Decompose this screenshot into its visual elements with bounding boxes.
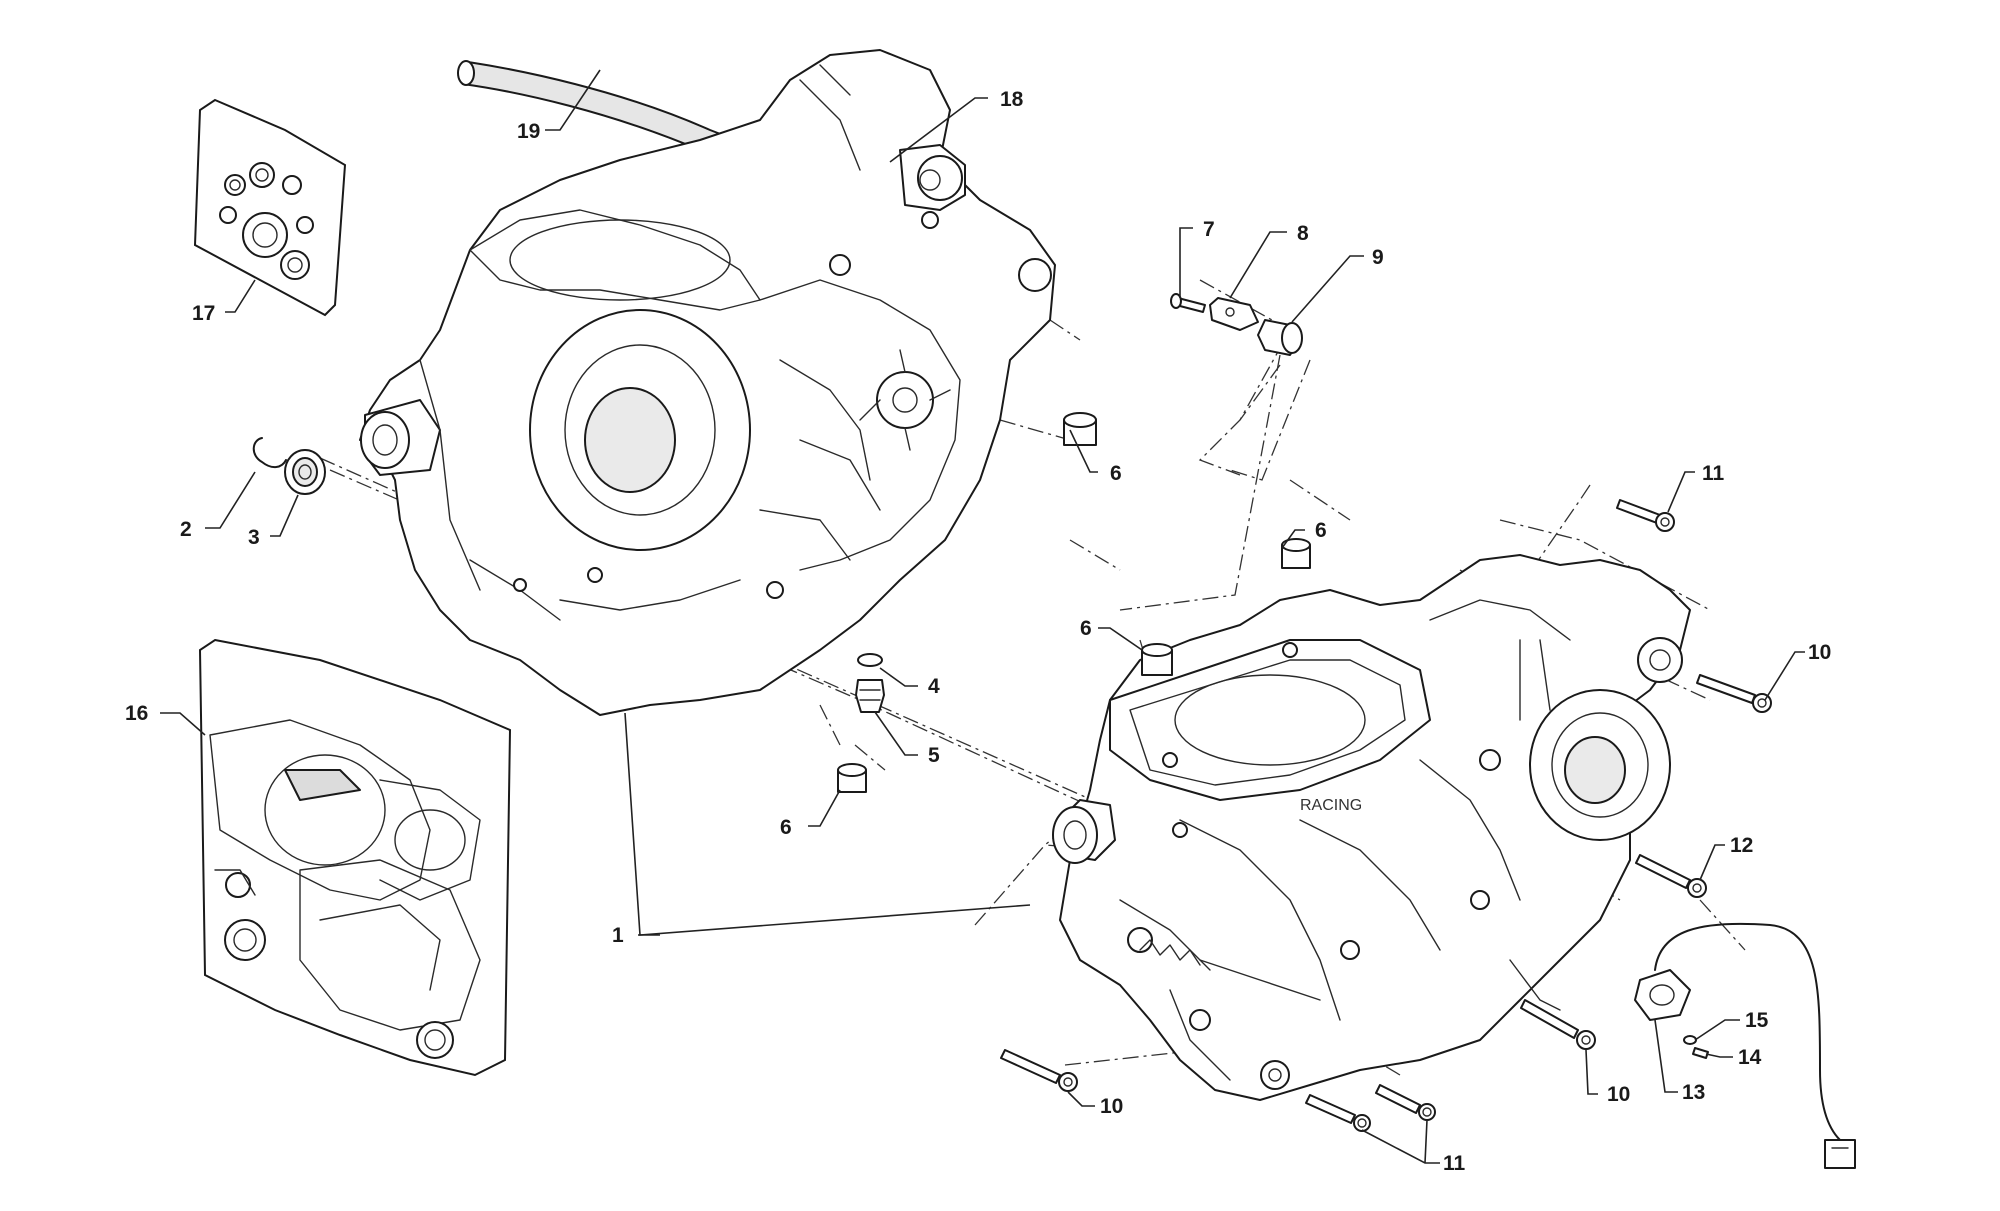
circlip-2: [252, 437, 287, 468]
bolt-10-bottom-left: [1000, 1049, 1078, 1092]
callout-15: 15: [1745, 1009, 1769, 1032]
bolt-12: [1635, 854, 1707, 898]
crankcase-half-left: [359, 49, 1056, 716]
dowel-6-d: [837, 763, 867, 793]
callout-18: 18: [1000, 88, 1024, 111]
dowel-6-b: [1281, 538, 1311, 569]
drain-plug-5: [855, 679, 885, 713]
callout-6b: 6: [1315, 519, 1327, 542]
seal-kit-card: [193, 98, 347, 317]
callout-6c: 6: [1080, 617, 1092, 640]
callout-1: 1: [612, 924, 624, 947]
bolt-11-bottom-a: [1305, 1094, 1371, 1132]
callout-17: 17: [192, 302, 215, 325]
screw-14: [1692, 1047, 1709, 1059]
washer-4: [857, 653, 883, 667]
racing-logo-text: RACING: [1300, 797, 1362, 814]
callout-6d: 6: [780, 816, 792, 839]
bolt-10-right: [1696, 674, 1772, 713]
screw-7: [1170, 293, 1206, 313]
leader-lines: [160, 69, 1805, 1164]
bolt-11-top: [1616, 499, 1675, 532]
dowel-6-c: [1141, 643, 1173, 676]
callout-16: 16: [125, 702, 148, 725]
callout-9: 9: [1372, 246, 1384, 269]
bearing-seal-3: [284, 449, 326, 495]
crankcase-half-right: RACING: [1052, 554, 1691, 1101]
bolt-11-bottom-b: [1375, 1084, 1436, 1121]
callout-5: 5: [928, 744, 940, 767]
callout-8: 8: [1297, 222, 1309, 245]
callout-4: 4: [928, 675, 940, 698]
callout-3: 3: [248, 526, 260, 549]
sensor-13: [1634, 922, 1856, 1169]
callout-labels: 1 2 3 4 5 6 6 6 6 7 8 9 10 10 10 11 11 1…: [125, 88, 1831, 1175]
callout-6a: 6: [1110, 462, 1122, 485]
callout-11-top: 11: [1702, 462, 1725, 485]
dowel-6-a: [1063, 412, 1097, 446]
plate-8: [1209, 297, 1259, 331]
gasket-9: [1257, 319, 1303, 356]
gasket-kit-card: [198, 638, 512, 1077]
callout-10-bottom-right: 10: [1607, 1083, 1630, 1106]
callout-7: 7: [1203, 218, 1215, 241]
bolt-10-bottom-right: [1520, 999, 1596, 1050]
washer-15: [1683, 1035, 1697, 1045]
callout-10-bottom-left: 10: [1100, 1095, 1123, 1118]
callout-13: 13: [1682, 1081, 1705, 1104]
callout-11-bottom: 11: [1443, 1152, 1466, 1175]
callout-2: 2: [180, 518, 192, 541]
callout-12: 12: [1730, 834, 1753, 857]
callout-10-right: 10: [1808, 641, 1831, 664]
callout-14: 14: [1738, 1046, 1762, 1069]
callout-19: 19: [517, 120, 540, 143]
